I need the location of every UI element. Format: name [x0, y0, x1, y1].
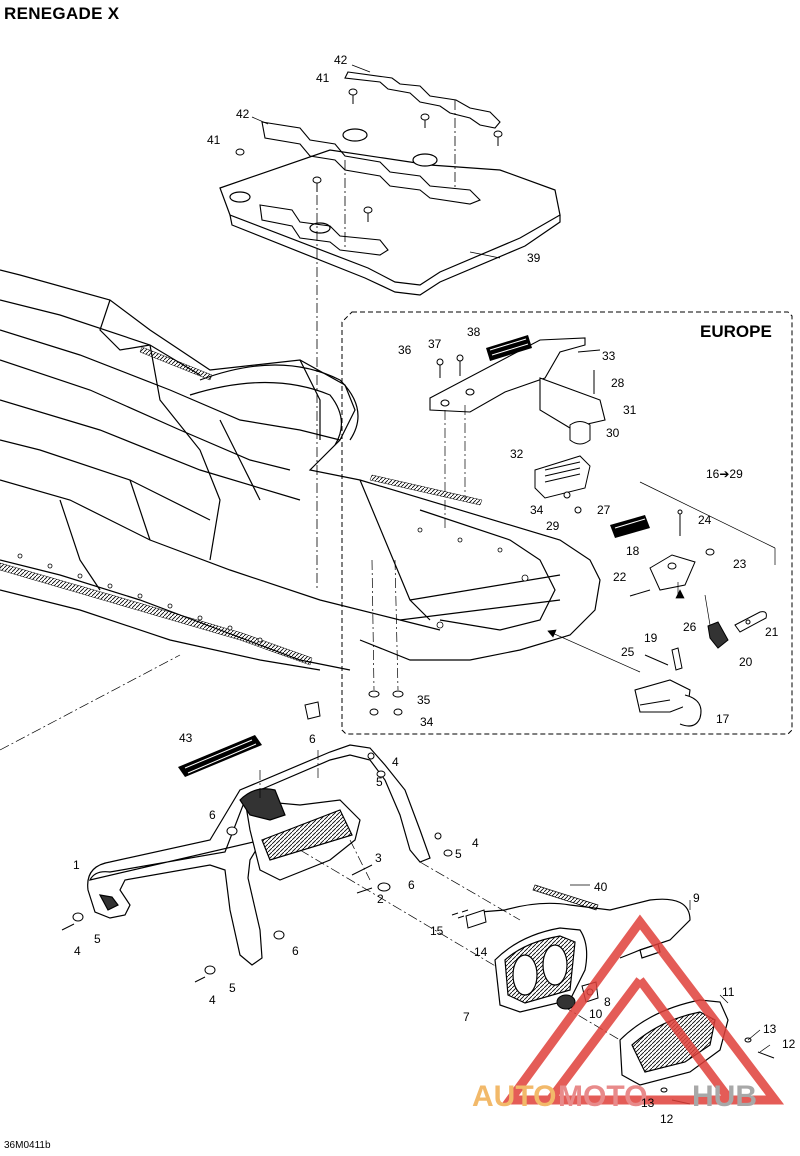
callout-label: 38: [467, 325, 481, 339]
europe-box-outline: [341, 311, 793, 735]
callout-label: 5: [455, 847, 462, 861]
reflector-27: [610, 515, 650, 538]
callout-label: 32: [510, 447, 524, 461]
callout-label: 41: [316, 71, 330, 85]
europe-screws: [368, 349, 715, 716]
callout-label: 21: [765, 625, 779, 639]
callout-label: 24: [698, 513, 712, 527]
callout-label: 1: [73, 858, 80, 872]
callout-label: 2: [377, 892, 384, 906]
rail-bracket-upper: [344, 71, 501, 129]
callout-label: 43: [179, 731, 193, 745]
callout-label: 3: [375, 851, 382, 865]
callout-label: 36: [398, 343, 412, 357]
watermark-text: AUTO MOTO HUB: [472, 1080, 757, 1113]
callout-label: 4: [472, 836, 479, 850]
callout-label: 41: [207, 133, 221, 147]
callout-label: 10: [589, 1007, 603, 1021]
callout-label: 30: [606, 426, 620, 440]
callout-label: 11: [722, 985, 735, 999]
svg-text:AUTO: AUTO: [472, 1080, 556, 1113]
callout-label: 31: [623, 403, 637, 417]
bumper-fasteners: [61, 701, 453, 983]
callout-label: 5: [94, 932, 101, 946]
callout-label: 13: [763, 1022, 777, 1036]
bracket-30: [569, 421, 591, 445]
callout-label: 12: [660, 1112, 674, 1126]
connector-14-15: [451, 909, 487, 929]
rail-bracket-lower: [259, 121, 481, 256]
callout-label: 37: [428, 337, 442, 351]
callout-label: 6: [408, 878, 415, 892]
callout-label: 18: [626, 544, 640, 558]
callout-label: 23: [733, 557, 747, 571]
callout-label: 19: [644, 631, 658, 645]
callout-numbers: 42 41 42 41 39 38 37 36 33 28 31 30 32 3…: [73, 53, 796, 1126]
callout-label: 6: [209, 808, 216, 822]
callout-label: 5: [229, 981, 236, 995]
callout-label: 4: [392, 755, 399, 769]
rear-bumper-plate: [429, 337, 606, 429]
callout-label: 7: [463, 1010, 470, 1024]
callout-label: 27: [597, 503, 611, 517]
pin-19-25: [644, 647, 683, 671]
callout-label: 13: [641, 1096, 655, 1110]
reflector-43: [178, 735, 262, 777]
callout-label: 6: [292, 944, 299, 958]
callout-label: 22: [613, 570, 627, 584]
taillight-housing-7: [494, 927, 588, 1013]
callout-label: 34: [530, 503, 544, 517]
hitch-pin-21: [734, 611, 767, 633]
reflector-38: [486, 335, 532, 361]
callout-label: 4: [209, 993, 216, 1007]
callout-label: 34: [420, 715, 434, 729]
callout-label: 28: [611, 376, 625, 390]
callout-label: 26: [683, 620, 697, 634]
callout-label: 25: [621, 645, 635, 659]
callout-label: 5: [376, 775, 383, 789]
callout-label: 15: [430, 924, 444, 938]
plate-bracket-32: [534, 455, 591, 499]
callout-label: 14: [474, 945, 488, 959]
callout-label: 17: [716, 712, 730, 726]
screws-top: [235, 88, 503, 222]
callout-label: 20: [739, 655, 753, 669]
leader-lines-top: [251, 64, 501, 590]
callout-label: 8: [604, 995, 611, 1009]
callout-label: 35: [417, 693, 431, 707]
chassis-holes: [17, 527, 529, 643]
callout-label: 4: [74, 944, 81, 958]
callout-label: 29: [546, 519, 560, 533]
callout-label: 33: [602, 349, 616, 363]
watermark-triangle: [501, 914, 785, 1105]
hitch-latch-26-20: [707, 621, 729, 649]
callout-label: 40: [594, 880, 608, 894]
tow-hitch-17: [634, 679, 702, 727]
bolt-40: [532, 884, 599, 911]
snowmobile-chassis-frame: [0, 269, 601, 671]
callout-label: 42: [334, 53, 348, 67]
europe-region-label: EUROPE: [700, 322, 772, 341]
plate-bracket-18: [649, 554, 696, 591]
tunnel-cover-plate: [219, 128, 561, 296]
europe-leaders: [371, 405, 776, 691]
callout-label: 39: [527, 251, 541, 265]
chassis-hatched-rails: [0, 346, 483, 666]
callout-label: 42: [236, 107, 250, 121]
rear-bumper-1: [87, 744, 431, 966]
callout-label: 12: [782, 1037, 796, 1051]
svg-text:MOTO: MOTO: [558, 1080, 647, 1113]
document-code: 36M0411b: [4, 1140, 51, 1151]
callout-label: 16➔29: [706, 467, 743, 481]
callout-label: 9: [693, 891, 700, 905]
taillight-leaders: [570, 884, 771, 1053]
diagram-title: RENEGADE X: [4, 4, 120, 23]
svg-text:HUB: HUB: [692, 1080, 757, 1113]
callout-label: 6: [309, 732, 316, 746]
